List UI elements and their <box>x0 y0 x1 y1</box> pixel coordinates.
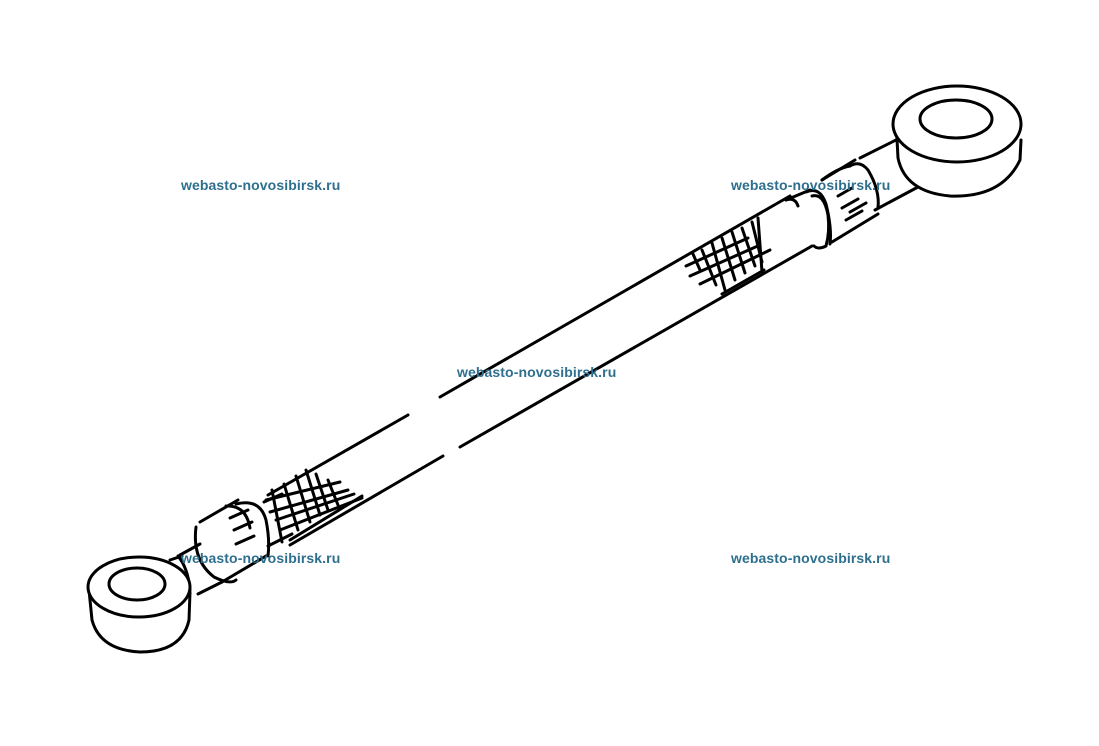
right-fitting <box>784 137 920 250</box>
left-banjo-eye <box>86 555 192 654</box>
watermark-text: webasto-novosibirsk.ru <box>181 177 341 193</box>
right-braid-section <box>684 216 772 296</box>
watermark-text: webasto-novosibirsk.ru <box>181 550 341 566</box>
watermark-text: webasto-novosibirsk.ru <box>457 364 617 380</box>
left-fitting <box>168 492 294 596</box>
watermark-text: webasto-novosibirsk.ru <box>731 550 891 566</box>
hose-body <box>266 194 814 547</box>
watermark-text: webasto-novosibirsk.ru <box>731 177 891 193</box>
right-banjo-eye <box>891 84 1023 198</box>
